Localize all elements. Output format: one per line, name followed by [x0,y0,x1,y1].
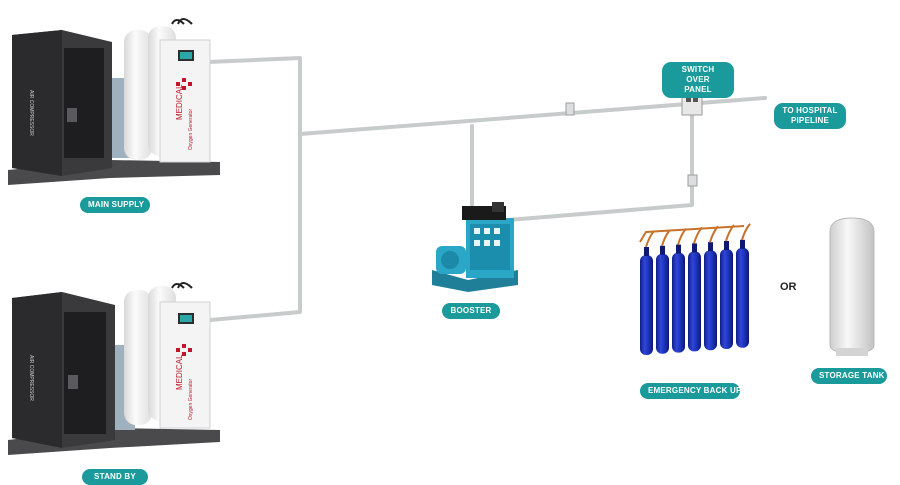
label-stand-by: STAND BY [82,469,148,485]
generator-text-oxygen: Oxygen Generator [188,379,194,420]
label-switch-over-panel-line1: SWITCH OVER [681,65,715,84]
emergency-cylinders [640,223,751,355]
label-switch-over-panel: SWITCH OVER PANEL [662,62,734,98]
label-to-hospital-line1: TO HOSPITAL [782,106,838,115]
pipe-backup-line [506,110,694,222]
pipe-valve [565,102,575,116]
generator-text-oxygen: Oxygen Generator [188,109,194,150]
label-switch-over-panel-line2: PANEL [684,85,712,94]
cylinder-manifold [639,225,745,243]
label-emergency-back-up: EMERGENCY BACK UP [640,383,741,399]
storage-tank [829,217,875,356]
compressor-label: AIR COMPRESSOR [28,90,34,136]
oxygen-cylinder [672,227,687,353]
oxygen-cylinder [656,229,671,354]
pipe-stand-by [208,132,302,322]
oxygen-cylinder [720,224,735,349]
main-supply-unit: AIR COMPRESSOR MEDICAL Oxygen Generator [8,18,220,185]
label-main-supply: MAIN SUPPLY [80,197,150,213]
booster-compressor [432,202,518,292]
pipe-valve [687,174,698,187]
pipeline-network [206,56,767,322]
generator-text-medical: MEDICAL [175,354,184,390]
oxygen-cylinder [688,226,703,352]
oxygen-cylinder [704,225,719,351]
oxygen-cylinder [640,230,655,355]
generator-text-medical: MEDICAL [175,84,184,120]
label-to-hospital-line2: PIPELINE [790,116,830,125]
oxygen-cylinder [736,223,751,348]
pipe-main-supply [206,56,302,136]
label-storage-tank: STORAGE TANK [811,368,887,384]
stand-by-unit: AIR COMPRESSOR MEDICAL Oxygen Generator [8,282,220,455]
label-to-hospital-pipeline: TO HOSPITAL PIPELINE [774,103,846,129]
label-or: OR [780,281,797,293]
label-booster: BOOSTER [442,303,500,319]
compressor-label: AIR COMPRESSOR [28,355,34,401]
